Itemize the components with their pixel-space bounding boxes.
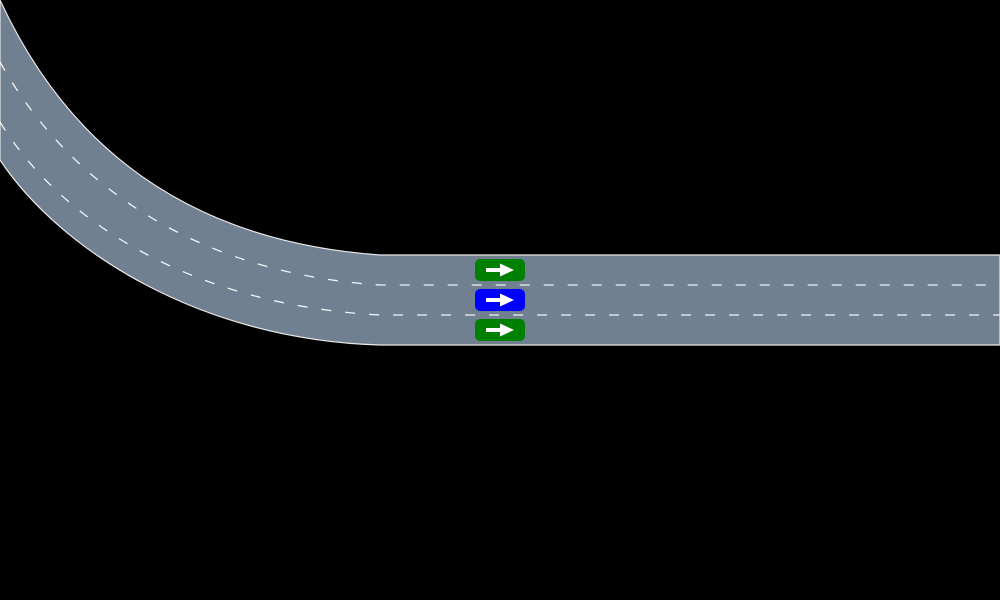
arrow-right-icon	[486, 263, 514, 277]
arrow-right-icon	[486, 293, 514, 307]
vehicle-ego	[475, 289, 525, 311]
road	[0, 0, 1000, 346]
vehicle-other-bottom	[475, 319, 525, 341]
lane-divider-upper	[0, 61, 1000, 286]
vehicles	[475, 259, 525, 341]
road-surface	[0, 0, 1000, 346]
lane-divider-lower	[0, 121, 1000, 316]
arrow-right-icon	[486, 323, 514, 337]
vehicle-other-top	[475, 259, 525, 281]
